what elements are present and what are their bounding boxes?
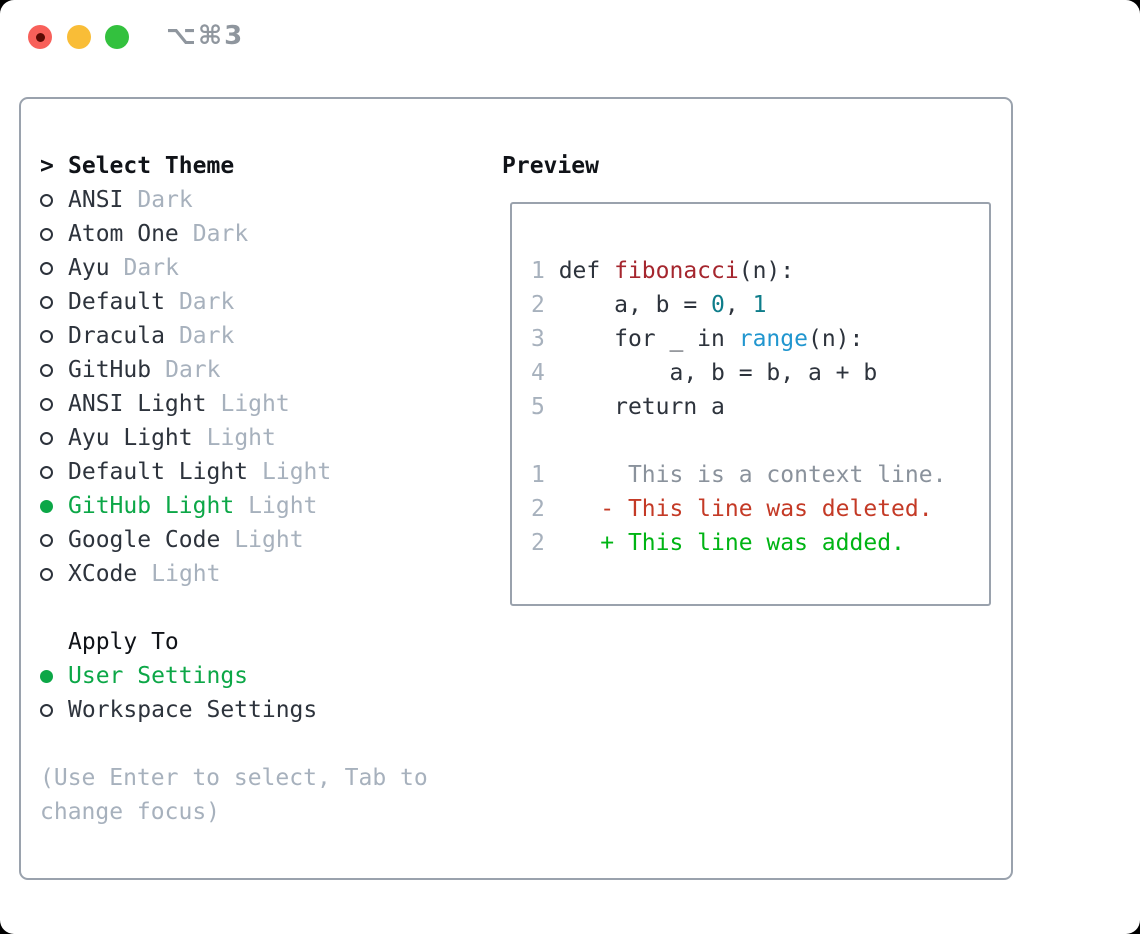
theme-option-label: Ayu <box>68 255 110 281</box>
code-line: 1 def fibonacci(n): <box>531 258 795 284</box>
theme-variant-label: Light <box>248 493 318 519</box>
apply-to-header: Apply To <box>40 625 317 659</box>
theme-option-label: GitHub <box>68 357 152 383</box>
code-preview: 1 def fibonacci(n): 2 a, b = 0, 1 3 for _ … <box>531 254 946 560</box>
code-line: 2 - This line was deleted. <box>531 496 933 522</box>
radio-unselected-icon <box>40 227 53 241</box>
theme-option-default-light[interactable]: Default Light Light <box>40 455 331 489</box>
theme-option-label: GitHub Light <box>68 493 235 519</box>
theme-option-ansi-light[interactable]: ANSI Light Light <box>40 387 331 421</box>
unsaved-dot-icon <box>35 32 45 42</box>
theme-option-google-code[interactable]: Google Code Light <box>40 523 331 557</box>
select-theme-label: Select Theme <box>68 153 235 179</box>
theme-variant-label: Dark <box>165 357 221 383</box>
apply-option-label: User Settings <box>68 663 249 689</box>
code-line: 4 a, b = b, a + b <box>531 360 878 386</box>
theme-option-atom-one[interactable]: Atom One Dark <box>40 217 331 251</box>
theme-variant-label: Dark <box>192 221 249 247</box>
radio-unselected-icon <box>40 295 53 309</box>
apply-option-user-settings[interactable]: User Settings <box>40 659 317 693</box>
code-line: 2 a, b = 0, 1 <box>531 292 767 318</box>
code-line: 1 This is a context line. <box>531 462 947 488</box>
theme-variant-label: Light <box>234 527 304 553</box>
theme-option-ayu-light[interactable]: Ayu Light Light <box>40 421 331 455</box>
apply-option-label: Workspace Settings <box>68 697 318 723</box>
theme-variant-label: Light <box>262 459 332 485</box>
radio-unselected-icon <box>40 567 53 581</box>
theme-option-label: XCode <box>68 561 138 587</box>
apply-to-label: Apply To <box>68 629 179 655</box>
radio-unselected-icon <box>40 193 53 207</box>
theme-option-label: Atom One <box>68 221 179 247</box>
theme-variant-label: Dark <box>137 187 193 213</box>
theme-option-default[interactable]: Default Dark <box>40 285 331 319</box>
window-title: ⌥⌘3 <box>166 21 245 51</box>
hint-text: (Use Enter to select, Tab to change focus… <box>40 761 428 829</box>
radio-unselected-icon <box>40 533 53 547</box>
theme-option-label: Google Code <box>68 527 221 553</box>
theme-variant-label: Dark <box>123 255 179 281</box>
theme-variant-label: Dark <box>178 323 235 349</box>
theme-variant-label: Light <box>220 391 290 417</box>
zoom-button[interactable] <box>105 25 129 49</box>
theme-option-label: Dracula <box>68 323 165 349</box>
radio-selected-icon <box>40 669 53 683</box>
preview-box: 1 def fibonacci(n): 2 a, b = 0, 1 3 for _ … <box>510 202 991 606</box>
hint-line: change focus) <box>40 799 221 825</box>
code-line: 3 for _ in range(n): <box>531 326 864 352</box>
radio-unselected-icon <box>40 397 53 411</box>
code-line: 2 + This line was added. <box>531 530 905 556</box>
select-theme-header: > Select Theme <box>40 149 331 183</box>
apply-option-workspace-settings[interactable]: Workspace Settings <box>40 693 317 727</box>
cursor-caret-icon: > <box>40 153 54 179</box>
theme-option-xcode[interactable]: XCode Light <box>40 557 331 591</box>
minimize-button[interactable] <box>67 25 91 49</box>
theme-option-label: ANSI Light <box>68 391 207 417</box>
theme-variant-label: Dark <box>178 289 235 315</box>
theme-option-label: ANSI <box>68 187 124 213</box>
theme-option-label: Ayu Light <box>68 425 193 451</box>
radio-unselected-icon <box>40 465 53 479</box>
theme-variant-label: Light <box>206 425 276 451</box>
radio-unselected-icon <box>40 431 53 445</box>
radio-unselected-icon <box>40 329 53 343</box>
theme-option-dracula[interactable]: Dracula Dark <box>40 319 331 353</box>
theme-option-github[interactable]: GitHub Dark <box>40 353 331 387</box>
radio-unselected-icon <box>40 703 53 717</box>
theme-option-github-light[interactable]: GitHub Light Light <box>40 489 331 523</box>
radio-unselected-icon <box>40 261 53 275</box>
theme-option-label: Default <box>68 289 165 315</box>
preview-title: Preview <box>502 153 599 179</box>
theme-option-label: Default Light <box>68 459 249 485</box>
code-line: 5 return a <box>531 394 725 420</box>
theme-option-ayu[interactable]: Ayu Dark <box>40 251 331 285</box>
theme-variant-label: Light <box>151 561 221 587</box>
radio-unselected-icon <box>40 363 53 377</box>
radio-selected-icon <box>40 499 53 513</box>
hint-line: (Use Enter to select, Tab to <box>40 765 428 791</box>
close-button[interactable] <box>28 25 52 49</box>
theme-option-ansi[interactable]: ANSI Dark <box>40 183 331 217</box>
code-line <box>531 424 946 458</box>
